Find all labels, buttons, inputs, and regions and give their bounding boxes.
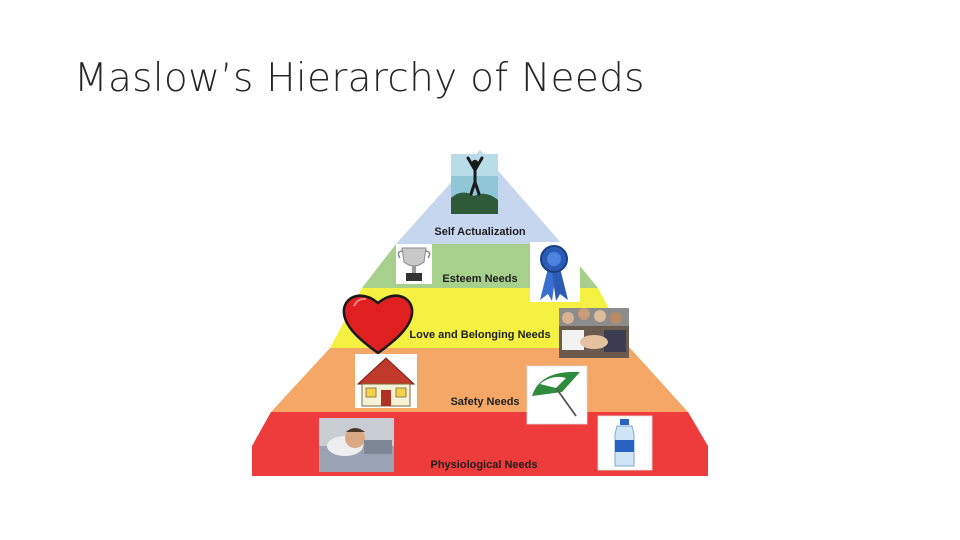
- sleeping-person-icon: [319, 418, 394, 472]
- tier-safety-label: Safety Needs: [450, 396, 519, 408]
- tier-physiological-label: Physiological Needs: [431, 459, 538, 471]
- ribbon-award-icon: [530, 242, 580, 302]
- heart-icon: [342, 294, 414, 355]
- tier-love-belonging-label: Love and Belonging Needs: [409, 329, 550, 341]
- tier-esteem-label: Esteem Needs: [442, 273, 517, 285]
- group-hands-icon: [559, 308, 629, 358]
- water-bottle-icon: [597, 415, 653, 471]
- trophy-icon: [396, 244, 432, 284]
- house-icon: [355, 354, 417, 408]
- slide-title: Maslow’s Hierarchy of Needs: [74, 56, 645, 101]
- umbrella-icon: [526, 365, 588, 425]
- tier-self-actualization-label: Self Actualization: [434, 226, 526, 238]
- summit-person-icon: [451, 154, 498, 214]
